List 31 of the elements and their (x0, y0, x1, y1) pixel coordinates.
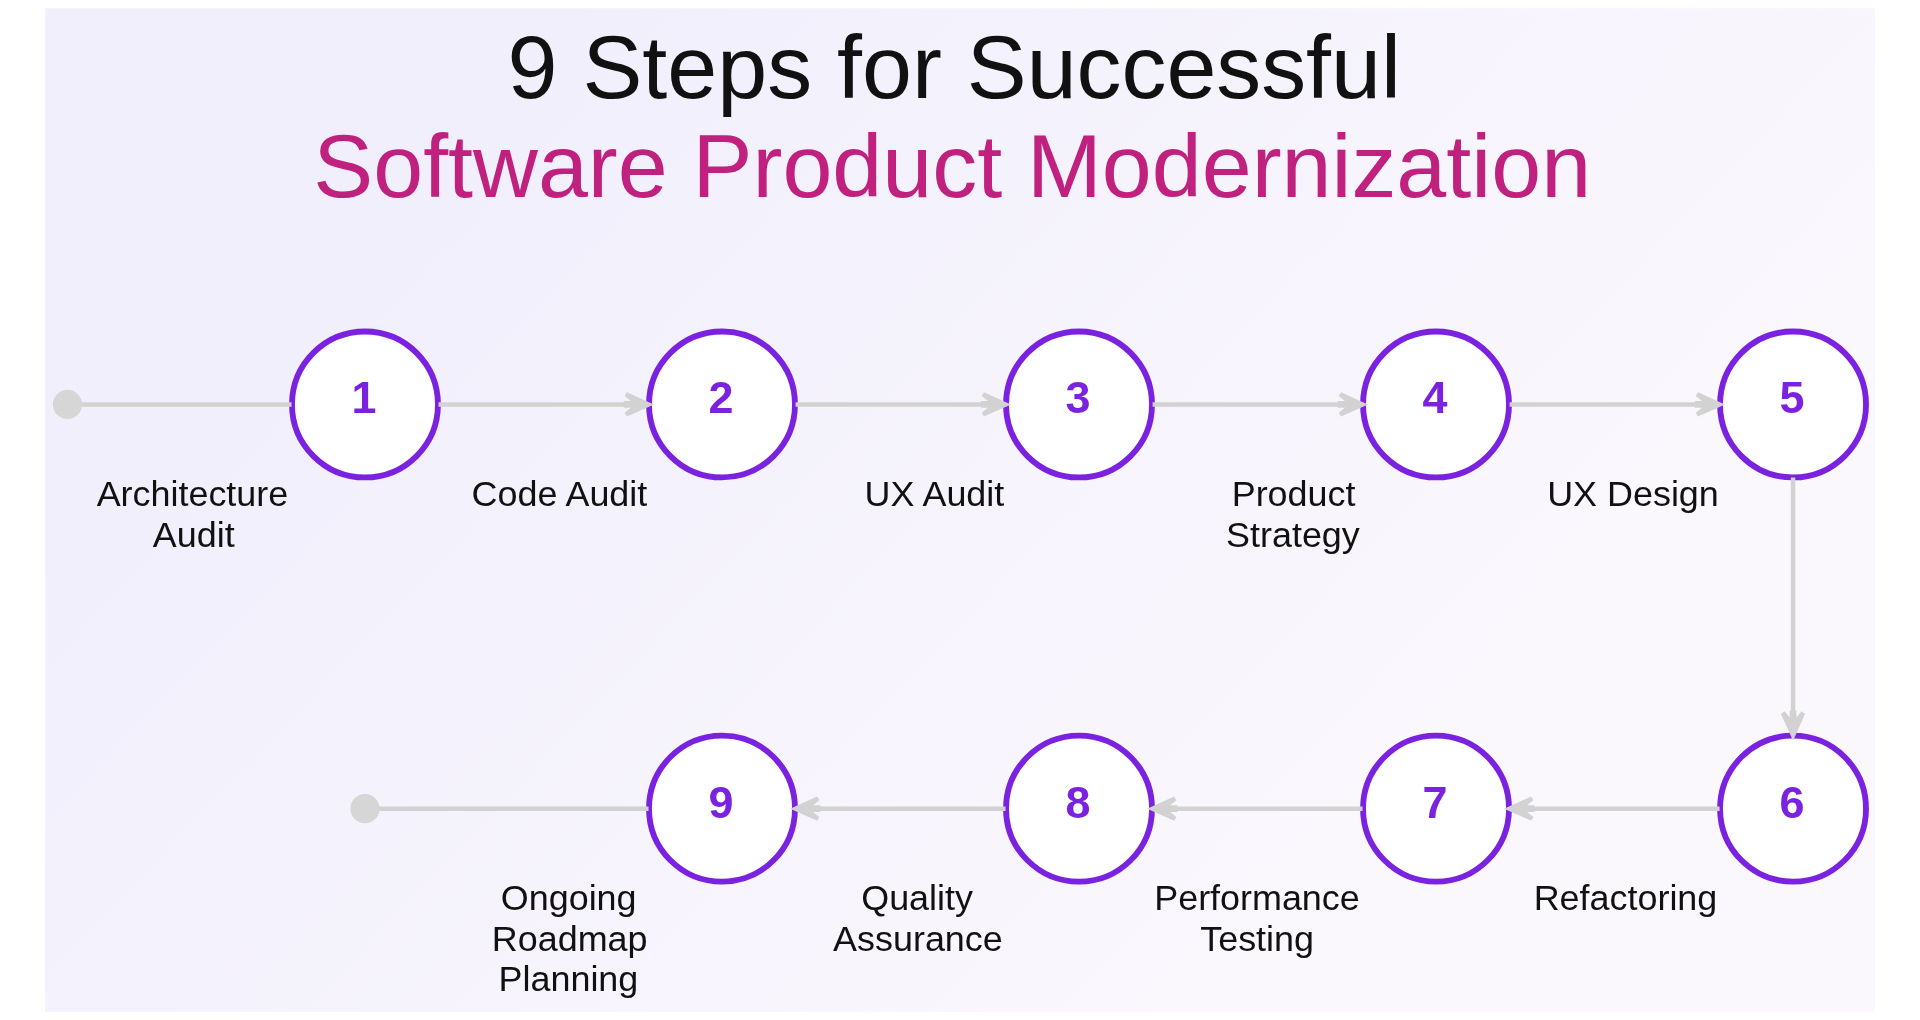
node-label: Product Strategy (1226, 473, 1360, 555)
node-circle: 3 (1003, 328, 1155, 481)
arrow (438, 392, 651, 417)
node-circle: 2 (646, 328, 798, 481)
node-circle: 6 (1717, 732, 1869, 885)
node-label: Refactoring (1533, 877, 1718, 919)
arrow (793, 796, 1006, 821)
node-label: Ongoing Roadmap Planning (491, 877, 648, 1000)
node-circle: 7 (1360, 732, 1512, 885)
node-label: Performance Testing (1154, 877, 1360, 959)
connector (81, 402, 292, 407)
node-label: UX Audit (864, 473, 1005, 515)
node-circle: 4 (1360, 328, 1512, 481)
node-circle (350, 794, 380, 824)
arrow (1507, 796, 1720, 821)
node-label: Architecture Audit (96, 473, 289, 555)
node-circle: 1 (289, 328, 441, 481)
connector (378, 806, 649, 811)
node-label: UX Design (1547, 473, 1719, 515)
arrow (1780, 477, 1806, 738)
node-circle: 5 (1717, 328, 1869, 481)
node-circle (52, 389, 83, 420)
node-label: Code Audit (471, 473, 648, 515)
arrow (1152, 392, 1365, 417)
node-circle: 8 (1003, 732, 1155, 885)
node-label: Quality Assurance (833, 877, 1003, 959)
arrow (1509, 392, 1722, 417)
arrow (1150, 796, 1363, 821)
diagram-title: 9 Steps for Successful Software Product Modernization (313, 16, 1592, 216)
node-circle: 9 (646, 732, 798, 885)
arrow (795, 392, 1008, 417)
